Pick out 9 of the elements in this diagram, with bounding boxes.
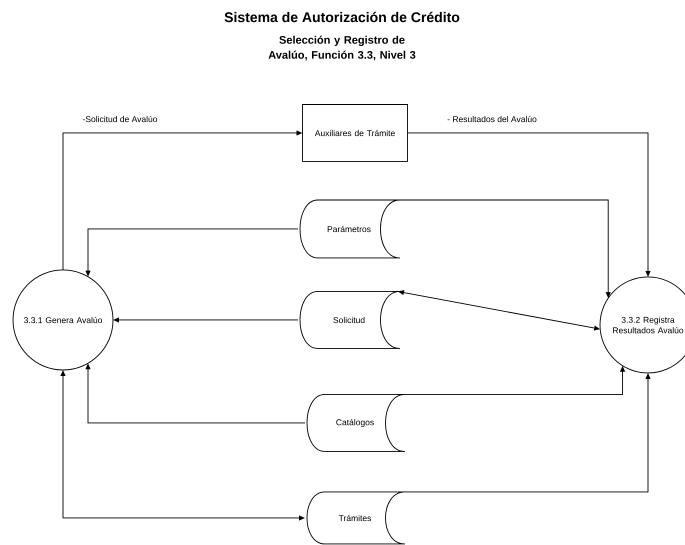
data-store: Trámites [306, 492, 406, 544]
data-store: Catálogos [306, 394, 406, 452]
external-entity-box: Auxiliares de Trámite [302, 104, 408, 162]
edge-label: - Resultados del Avalúo [448, 116, 536, 122]
data-store: Parámetros [300, 200, 400, 258]
subtitle: Selección y Registro de Avalúo, Función 3.3, Nivel 3 [268, 36, 416, 60]
title: Sistema de Autorización de Crédito [224, 12, 460, 22]
data-store: Solicitud [300, 291, 400, 349]
edge-label: -Solicitud de Avalúo [82, 116, 158, 122]
